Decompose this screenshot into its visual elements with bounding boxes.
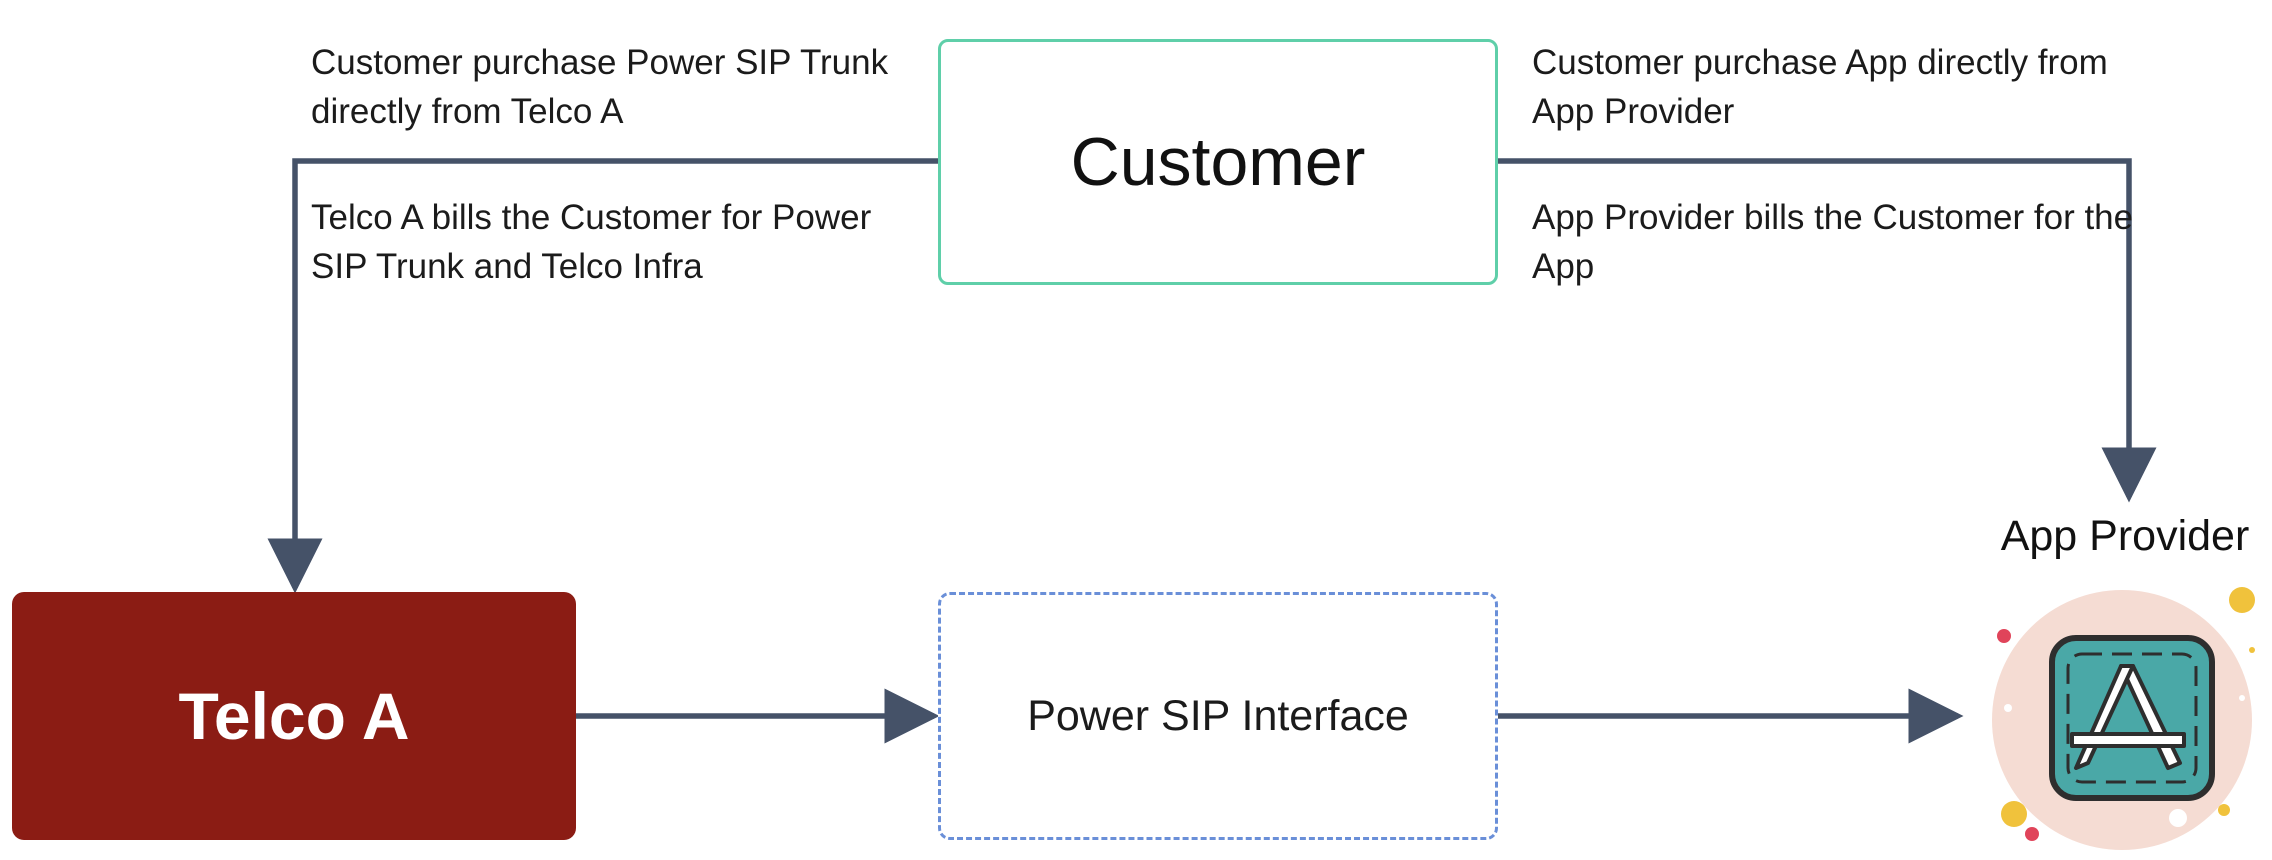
arrow-customer-to-telco: [267, 158, 938, 594]
customer-label: Customer: [1070, 124, 1366, 200]
customer-node: Customer: [938, 39, 1498, 285]
arrow-customer-to-app-provider: [1498, 158, 2157, 503]
telco-a-node: Telco A: [12, 592, 576, 840]
note-purchase-app: Customer purchase App directly from App …: [1532, 43, 2108, 131]
telco-a-label: Telco A: [178, 679, 410, 753]
power-sip-interface-node: Power SIP Interface: [938, 592, 1498, 840]
note-telco-billing: Telco A bills the Customer for Power SIP…: [311, 198, 872, 286]
note-purchase-sip-trunk: Customer purchase Power SIP Trunk direct…: [311, 43, 889, 131]
note-app-billing: App Provider bills the Customer for the …: [1532, 198, 2134, 286]
power-sip-interface-label: Power SIP Interface: [1027, 691, 1409, 740]
app-provider-label: App Provider: [2000, 512, 2250, 560]
app-store-icon: [1992, 587, 2255, 850]
